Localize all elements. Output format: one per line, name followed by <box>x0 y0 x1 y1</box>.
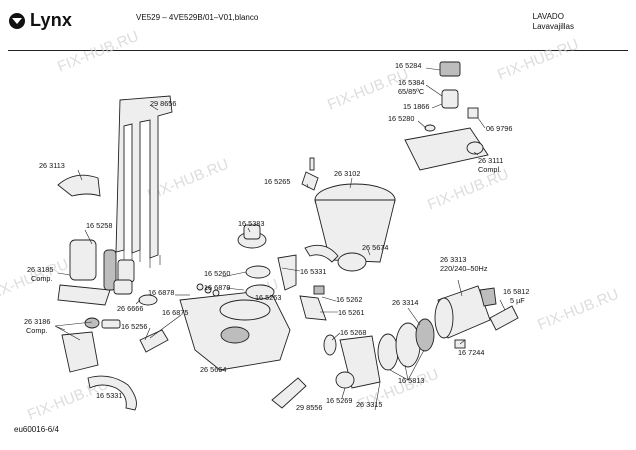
part-heater-bracket <box>277 254 327 321</box>
label-16-5384: 16 5384 <box>398 78 424 87</box>
part-short-hose <box>271 377 307 409</box>
header-divider <box>8 50 628 51</box>
category-line-1: LAVADO <box>532 12 564 21</box>
part-pump-housing <box>377 318 435 371</box>
label-16-5260: 16 5260 <box>204 269 230 278</box>
label-26-3186-comp: Comp. <box>26 326 48 335</box>
label-16-5262: 16 5262 <box>336 295 362 304</box>
label-16-6879: 16 6879 <box>204 283 230 292</box>
label-16-5269: 16 5269 <box>326 396 352 405</box>
part-valve-block <box>61 317 121 373</box>
label-26-3111: 26 3111 <box>478 156 503 165</box>
label-26-3102: 26 3102 <box>334 169 360 178</box>
label-26-3185: 26 3185 <box>27 265 53 274</box>
part-tube-rack <box>115 95 173 268</box>
label-16-5256: 16 5256 <box>121 322 147 331</box>
part-sump-base <box>179 289 291 371</box>
part-clip-set <box>139 283 220 353</box>
part-clip <box>301 171 319 191</box>
part-corrugated-hose <box>87 375 137 411</box>
brand-logo: Lynx <box>8 10 72 31</box>
label-16-5261: 16 5261 <box>338 308 364 317</box>
label-29-8656: 29 8656 <box>150 99 176 108</box>
leader-lines <box>54 67 506 411</box>
part-handle <box>57 174 101 197</box>
label-26-3185-comp: Comp. <box>31 274 53 283</box>
label-29-8556: 29 8556 <box>296 403 322 412</box>
part-screw <box>309 157 315 171</box>
label-26-3186: 26 3186 <box>24 317 50 326</box>
label-26-3313: 26 3313 <box>440 255 466 264</box>
label-16-6878: 16 6878 <box>148 288 174 297</box>
label-16-5384-temp: 65/85ºC <box>398 87 424 96</box>
label-16-5813: 16 5813 <box>398 376 424 385</box>
part-filter-cap <box>237 224 267 249</box>
label-16-5265: 16 5265 <box>264 177 290 186</box>
label-26-5664: 26 5664 <box>200 365 226 374</box>
document-code: eu60016-6/4 <box>14 425 59 434</box>
label-06-9796: 06 9796 <box>486 124 512 133</box>
label-16-5263: 16 5263 <box>255 293 281 302</box>
label-16-5280: 16 5280 <box>388 114 414 123</box>
label-16-6875: 16 6875 <box>162 308 188 317</box>
label-26-5674: 26 5674 <box>362 243 388 252</box>
label-26-3314: 26 3314 <box>392 298 418 307</box>
part-thermostat-assembly <box>404 61 489 171</box>
label-26-3113: 26 3113 <box>39 161 65 170</box>
label-16-5383: 16 5383 <box>238 219 264 228</box>
part-seal-ring <box>245 284 275 300</box>
part-capacitor <box>489 305 519 331</box>
label-16-5812: 16 5812 <box>503 287 529 296</box>
label-26-3313-voltage: 220/240–50Hz <box>440 264 488 273</box>
label-16-5268: 16 5268 <box>340 328 366 337</box>
part-seal-ring <box>245 265 271 279</box>
part-dispenser-valve <box>57 239 117 306</box>
label-26-3315: 26 3315 <box>356 400 382 409</box>
label-16-5331-center: 16 5331 <box>300 267 326 276</box>
label-16-5284: 16 5284 <box>395 61 421 70</box>
watermark: FIX-HUB.RU <box>55 28 141 76</box>
label-16-5258: 16 5258 <box>86 221 112 230</box>
label-26-3111-compl: Compl. <box>478 165 501 174</box>
header: Lynx VE529 – 4VE529B/01–V01,blanco LAVAD… <box>0 0 636 55</box>
model-number: VE529 – 4VE529B/01–V01,blanco <box>136 13 259 22</box>
category: LAVADO Lavavajillas <box>533 12 574 32</box>
part-impeller <box>323 334 381 389</box>
category-line-2: Lavavajillas <box>532 22 574 31</box>
brand-name: Lynx <box>30 10 73 30</box>
label-16-7244: 16 7244 <box>458 348 484 357</box>
watermark: FIX-HUB.RU <box>535 286 621 334</box>
part-small-seals <box>113 259 158 306</box>
part-motor <box>434 285 497 339</box>
label-15-1866: 15 1866 <box>403 102 429 111</box>
lynx-logo-icon <box>9 12 25 29</box>
label-26-6666: 26 6666 <box>117 304 143 313</box>
part-wash-basin <box>304 183 396 272</box>
label-16-5812-capacitance: 5 µF <box>510 296 525 305</box>
part-labels: 29 8656 26 3113 16 5258 26 3185 Comp. 26… <box>24 61 529 412</box>
label-16-5331-left: 16 5331 <box>96 391 122 400</box>
watermark: FIX-HUB.RU <box>495 36 581 84</box>
